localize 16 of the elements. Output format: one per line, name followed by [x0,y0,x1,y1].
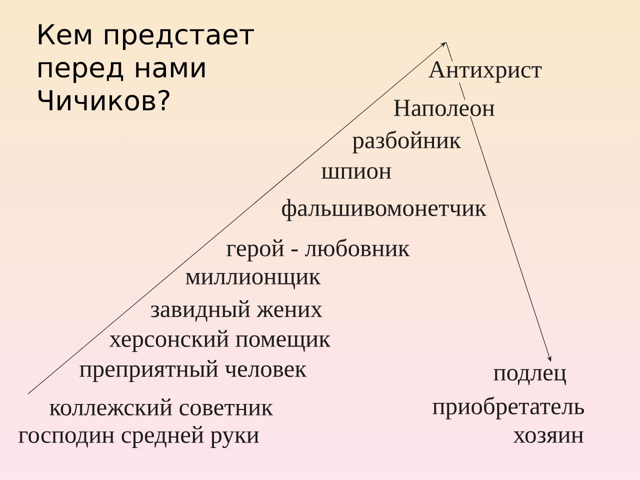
label: херсонский помещик [108,330,332,352]
label: приобретатель [431,396,586,420]
label: герой - любовник [225,238,411,262]
label: шпион [320,167,393,179]
label: преприятный человек [78,360,308,382]
label: господин средней руки [17,426,260,448]
label: миллионщик [184,272,322,290]
label: коллежский советник [48,398,274,416]
title: Кем предстает перед нами Чичиков? [38,24,254,111]
label: Наполеон [392,100,496,116]
label: фальшивомонетчик [280,198,488,222]
label: Антихрист [427,61,544,83]
label: разбойник [351,130,462,154]
label: подлец [492,368,568,386]
label: хозяин [512,431,585,443]
label: завидный жених [149,300,324,322]
